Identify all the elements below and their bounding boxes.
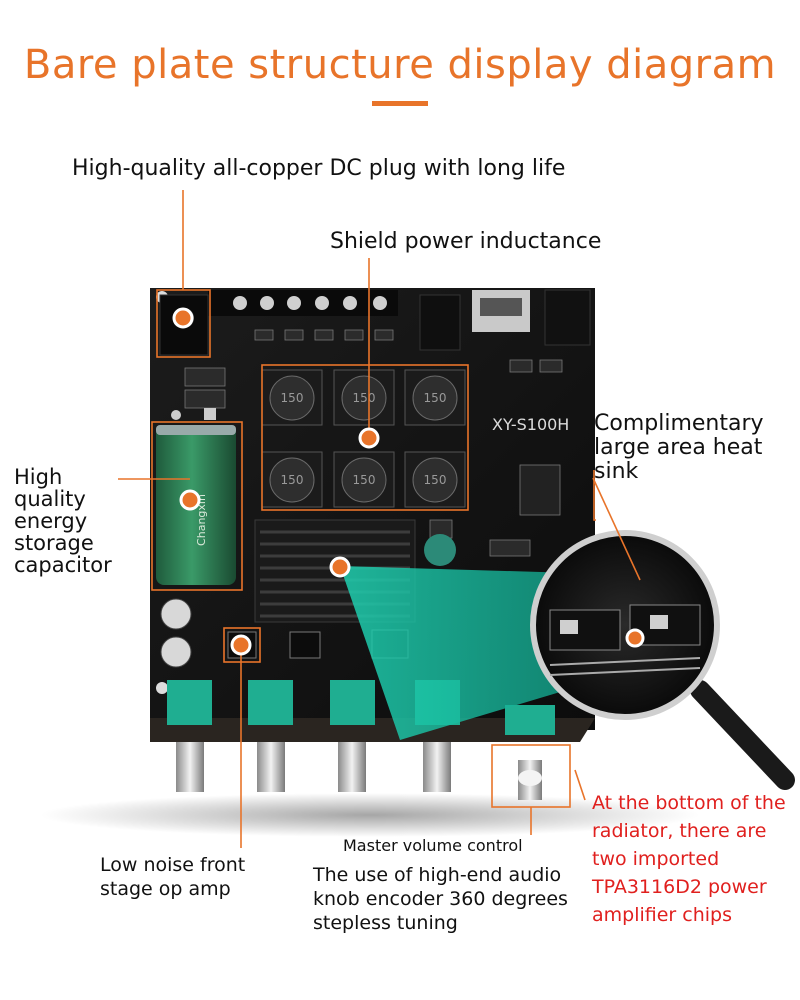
- switch-connector: [419, 294, 461, 351]
- capacitor-brand-label: Changxin: [195, 494, 208, 546]
- chips-leader: [574, 769, 586, 801]
- small-green-capacitor: [424, 534, 456, 566]
- chips-label: At the bottom of the radiator, there are…: [592, 792, 786, 926]
- knob-shafts: [176, 742, 542, 800]
- inductor-label: 150: [424, 473, 447, 487]
- board-model-label: XY-S100H: [492, 415, 569, 434]
- inductance-box: [261, 364, 469, 511]
- inductor-label: 150: [281, 473, 304, 487]
- inductor-label: 150: [353, 391, 376, 405]
- inductor-label: 150: [353, 473, 376, 487]
- screw-terminal-block: [208, 290, 398, 316]
- op-amp-label: Low noise front stage op amp: [100, 854, 246, 900]
- encoder-label: The use of high-end audio knob encoder 3…: [313, 864, 568, 934]
- board-shadow: [40, 793, 700, 837]
- capacitor-box: [151, 421, 243, 591]
- mount-hole: [156, 682, 168, 694]
- capacitor-label: High quality energy storage capacitor: [14, 465, 112, 577]
- heat-sink-label: Complimentary large area heat sink: [594, 411, 764, 484]
- dc-plug-label: High-quality all-copper DC plug with lon…: [72, 156, 566, 181]
- inductor-label: 150: [424, 391, 447, 405]
- audio-jack: [544, 289, 591, 346]
- inductance-label: Shield power inductance: [330, 229, 602, 254]
- heat-sink-leader-2: [592, 477, 641, 581]
- heat-sink-dot: [329, 556, 351, 578]
- volume-label: Master volume control: [343, 836, 523, 855]
- page-title: Bare plate structure display diagram: [23, 42, 777, 88]
- capacitor-dot: [179, 489, 201, 511]
- inductor-label: 150: [281, 391, 304, 405]
- power-inductors: 150 150 150 150 150 150: [261, 369, 466, 508]
- op-amp-dot: [230, 634, 252, 656]
- op-amp-box: [223, 627, 261, 663]
- heat-sink-leader: [593, 470, 596, 521]
- title-underline: [372, 101, 428, 106]
- inductance-dot: [358, 427, 380, 449]
- magnifier-glass: [530, 530, 795, 790]
- dc-plug-dot: [172, 307, 194, 329]
- small-capacitor: [160, 598, 192, 668]
